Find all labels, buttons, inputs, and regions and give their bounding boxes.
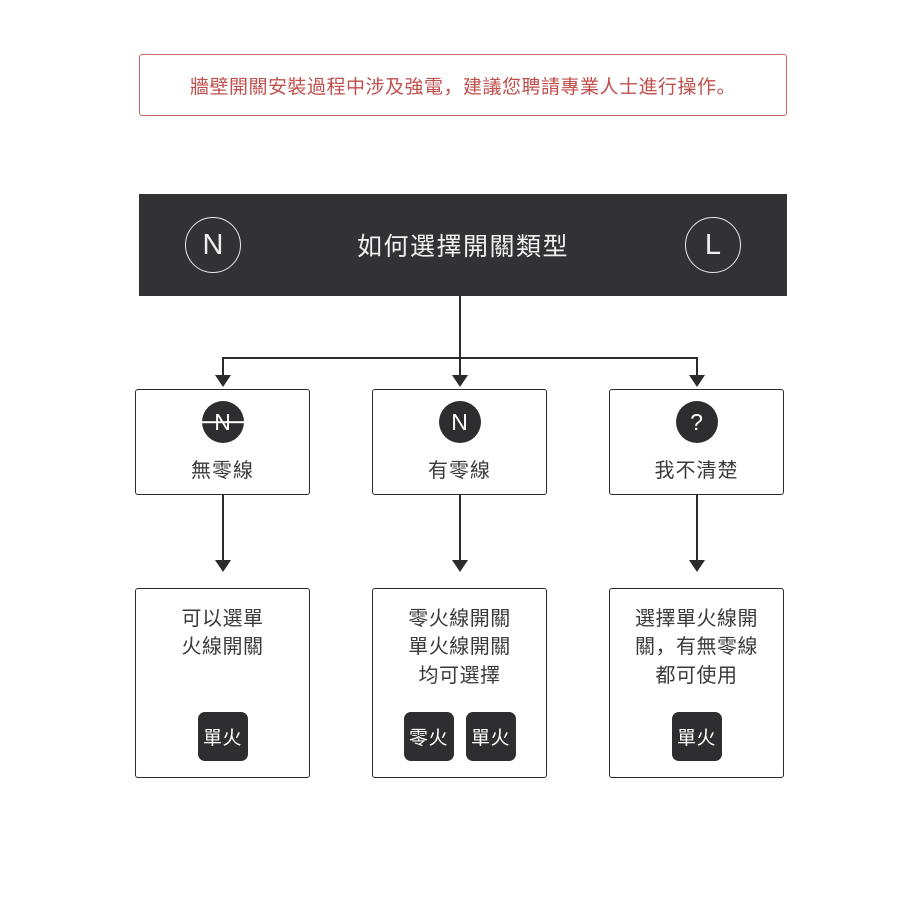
question-mark-icon-label: ? [690, 408, 703, 435]
result-line: 均可選擇 [418, 664, 501, 687]
connector-branch-left [222, 357, 224, 377]
result-line: 可以選單 [181, 608, 264, 630]
result-line: 關，有無零線 [635, 636, 758, 659]
result-line: 都可使用 [655, 664, 738, 687]
tag-single-live[interactable]: 單火 [197, 712, 248, 761]
tag-row-unsure: 單火 [610, 712, 783, 761]
flowchart-header: N 如何選擇開關類型 L [139, 194, 787, 296]
connector-middle-choice-to-result [459, 495, 461, 561]
connector-right-choice-to-result [696, 495, 698, 561]
arrow-head-left-result [215, 560, 231, 572]
question-mark-icon: ? [675, 401, 718, 443]
result-text-unsure: 選擇單火線開 關，有無零線 都可使用 [635, 605, 758, 690]
tag-single-live[interactable]: 單火 [465, 712, 516, 761]
has-neutral-icon: N [438, 401, 481, 443]
warning-banner: 牆壁開關安裝過程中涉及強電，建議您聘請專業人士進行操作。 [139, 54, 787, 116]
tag-single-live[interactable]: 單火 [671, 712, 722, 761]
result-line: 零火線開關 [408, 608, 511, 630]
tag-row-has-neutral: 零火 單火 [373, 712, 546, 761]
has-neutral-icon-label: N [451, 408, 468, 435]
result-line: 單火線開關 [408, 636, 511, 659]
neutral-wire-icon-label: N [202, 228, 224, 261]
strikethrough-line [199, 421, 246, 423]
arrow-head-right-result [689, 560, 705, 572]
choice-box-unsure[interactable]: ? 我不清楚 [609, 389, 784, 495]
connector-header-stem [459, 296, 461, 358]
connector-left-choice-to-result [222, 495, 224, 561]
connector-branch-right [696, 357, 698, 377]
choice-label-unsure: 我不清楚 [654, 460, 739, 482]
connector-branch-middle [459, 357, 461, 377]
result-line: 選擇單火線開 [635, 608, 758, 630]
tag-neutral-live[interactable]: 零火 [403, 712, 454, 761]
choice-label-has-neutral: 有零線 [428, 460, 491, 482]
neutral-wire-icon: N [185, 217, 241, 273]
choice-box-no-neutral[interactable]: N 無零線 [135, 389, 310, 495]
page-title: 如何選擇開關類型 [356, 233, 569, 261]
arrow-head-middle-choice [452, 375, 468, 387]
result-box-has-neutral: 零火線開關 單火線開關 均可選擇 零火 單火 [372, 588, 547, 778]
result-text-has-neutral: 零火線開關 單火線開關 均可選擇 [408, 605, 511, 690]
live-wire-icon: L [684, 217, 741, 273]
arrow-head-middle-result [452, 560, 468, 572]
choice-label-no-neutral: 無零線 [191, 460, 254, 482]
arrow-head-left-choice [215, 375, 231, 387]
no-neutral-icon: N [199, 401, 246, 443]
live-wire-icon-label: L [704, 228, 722, 261]
result-box-unsure: 選擇單火線開 關，有無零線 都可使用 單火 [609, 588, 784, 778]
result-line: 火線開關 [181, 636, 264, 659]
arrow-head-right-choice [689, 375, 705, 387]
tag-row-no-neutral: 單火 [136, 712, 309, 761]
result-text-no-neutral: 可以選單 火線開關 [182, 605, 264, 662]
warning-banner-text: 牆壁開關安裝過程中涉及強電，建議您聘請專業人士進行操作。 [189, 76, 736, 98]
choice-box-has-neutral[interactable]: N 有零線 [372, 389, 547, 495]
result-box-no-neutral: 可以選單 火線開關 單火 [135, 588, 310, 778]
